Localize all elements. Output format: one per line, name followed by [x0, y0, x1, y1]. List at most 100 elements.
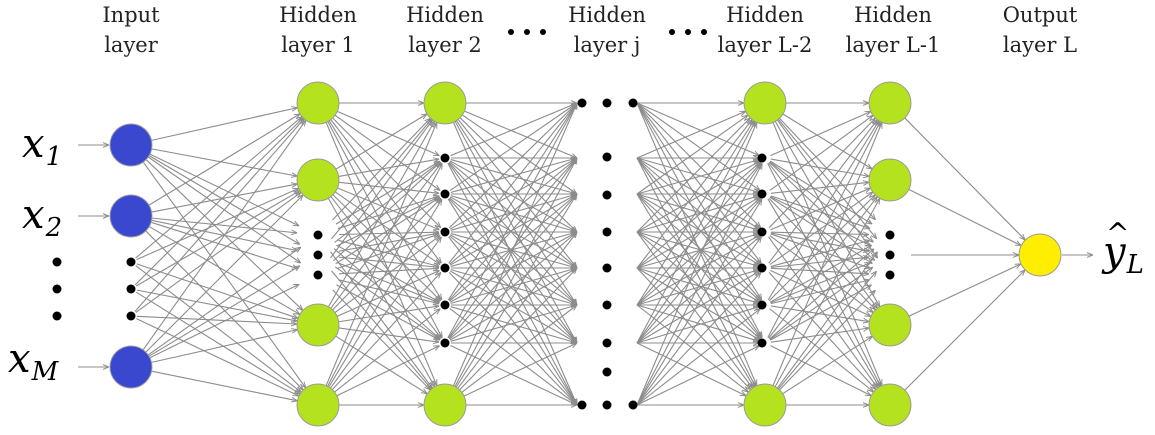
input-node-ellipsis-dot — [126, 284, 136, 294]
edge-input-hidden1 — [145, 195, 303, 353]
edge-hidden2-hiddenj — [449, 308, 577, 405]
edge-hiddenL2-hiddenL1 — [769, 160, 872, 224]
edge-hidden2-hiddenj — [447, 163, 577, 405]
edge-hidden1-hidden2 — [338, 256, 439, 267]
edge-hidden1-hidden2 — [330, 251, 433, 388]
edge-hidden2-hiddenj — [461, 305, 577, 393]
edge-hiddenj-hiddenL2 — [636, 196, 759, 233]
hiddenL1-node-1 — [868, 81, 912, 125]
header-ellipsis-dot — [524, 29, 530, 35]
edge-hiddenL2-hiddenL1 — [770, 233, 870, 268]
edge-hiddenj-hiddenL2 — [636, 102, 761, 228]
edge-input-dots-hidden1 — [136, 188, 298, 261]
edge-hidden1-hidden2 — [335, 114, 427, 170]
ellipsis-dots — [52, 98, 895, 410]
edge-input-hidden1 — [148, 226, 300, 315]
edge-hidden1-hidden2 — [338, 233, 439, 252]
hiddenL1-ellipsis-dot — [885, 250, 895, 260]
header-ellipsis-dot — [685, 29, 691, 35]
input-node-2 — [109, 194, 153, 238]
edge-hiddenj-hiddenL2 — [636, 118, 750, 233]
title-hiddenL1-line1: Hidden — [854, 3, 932, 27]
edge-input-hidden1 — [147, 247, 301, 356]
edge-hidden1-hidden2 — [331, 272, 441, 390]
edge-hidden2-hiddenj — [447, 198, 577, 405]
edge-hiddenL2-hiddenL1 — [770, 196, 871, 246]
edge-hiddenL2-hiddenL1 — [774, 198, 880, 387]
hiddenL2-ellipsis-dot — [757, 338, 767, 348]
edge-hiddenj-hiddenL2 — [636, 199, 762, 406]
connections — [78, 103, 1093, 405]
edge-input-hidden1 — [151, 217, 297, 233]
edge-hidden2-hiddenj — [464, 110, 577, 159]
hiddenj-ellipsis-dot — [628, 98, 638, 108]
edge-hiddenL2-hiddenL1 — [768, 118, 875, 229]
hiddenj-ellipsis-dot — [577, 400, 587, 410]
hidden1-ellipsis-dot — [313, 250, 323, 260]
edge-hiddenL2-hiddenL1 — [770, 187, 871, 231]
edge-hiddenj-hiddenL2 — [636, 115, 748, 195]
edge-hidden2-hiddenj — [449, 197, 577, 305]
edge-input-dots-hidden1 — [135, 291, 300, 394]
title-input-line1: Input — [102, 3, 160, 27]
input-label-1: x1 — [22, 121, 62, 172]
edge-hiddenL2-hiddenL1 — [767, 121, 879, 301]
edge-hiddenL1-output — [904, 117, 1025, 240]
edge-input-hidden1 — [151, 330, 297, 363]
title-output-line1: Output — [1003, 3, 1078, 27]
edge-hidden2-hiddenj — [447, 103, 577, 339]
hiddenj-ellipsis-dot — [602, 263, 612, 273]
hiddenj-ellipsis-dot — [577, 98, 587, 108]
hiddenL2-ellipsis-dot — [757, 153, 767, 163]
hidden2-ellipsis-dot — [440, 338, 450, 348]
title-hidden2-line1: Hidden — [406, 3, 484, 27]
edge-hidden1-hidden2 — [338, 181, 439, 193]
edge-hidden2-hiddenj — [450, 158, 577, 193]
edge-input-hidden1 — [150, 221, 298, 268]
edge-hiddenj-hiddenL2 — [636, 234, 759, 269]
input-label-ellipsis-dot — [52, 311, 62, 321]
edge-hiddenL1-output — [908, 188, 1021, 245]
edge-input-dots-hidden1 — [135, 117, 302, 259]
hiddenL2-node-1 — [743, 81, 787, 125]
hidden2-node-1 — [423, 81, 467, 125]
edge-hiddenL1-output — [908, 264, 1021, 317]
hiddenL2-ellipsis-dot — [757, 263, 767, 273]
edge-hiddenj-hiddenL2 — [636, 102, 760, 191]
edge-hiddenj-hiddenL2 — [636, 163, 762, 406]
edge-input-hidden1 — [148, 114, 300, 206]
title-hiddenL2-line1: Hidden — [726, 3, 804, 27]
edge-hiddenL2-hiddenL1 — [769, 196, 872, 263]
edge-hiddenL2-hiddenL1 — [770, 111, 870, 157]
edge-hidden1-hidden2 — [334, 266, 440, 340]
edge-hidden1-hidden2 — [338, 239, 439, 266]
edge-input-hidden1 — [151, 108, 297, 141]
title-hidden1-line1: Hidden — [279, 3, 357, 27]
edge-hidden1-hidden2 — [338, 306, 439, 323]
edge-hidden2-hiddenj — [449, 232, 577, 340]
edge-hiddenj-hiddenL2 — [636, 193, 761, 338]
edge-hidden1-hidden2 — [337, 262, 440, 303]
edge-hidden2-hiddenj — [448, 158, 577, 301]
hiddenj-ellipsis-dot — [602, 98, 612, 108]
edge-hidden2-hiddenj — [452, 103, 577, 386]
edge-hidden1-hidden2 — [327, 198, 434, 386]
edge-hidden2-hiddenj — [448, 198, 577, 343]
edge-hiddenj-hiddenL2 — [636, 157, 755, 386]
edge-hiddenL2-hiddenL1 — [778, 271, 876, 390]
edge-hiddenj-hiddenL2 — [636, 111, 746, 159]
hiddenL1-node-4 — [868, 383, 912, 427]
edge-hiddenj-hiddenL2 — [636, 231, 760, 302]
hiddenL1-ellipsis-dot — [885, 230, 895, 240]
edge-hidden1-hidden2 — [334, 236, 440, 314]
edge-hiddenL2-hiddenL1 — [770, 345, 871, 396]
edge-hiddenj-hiddenL2 — [636, 199, 761, 344]
edge-hiddenj-hiddenL2 — [636, 346, 760, 406]
edge-hiddenL2-hiddenL1 — [770, 269, 870, 316]
hidden2-ellipsis-dot — [440, 263, 450, 273]
edge-hiddenj-hiddenL2 — [636, 163, 761, 306]
edge-hiddenL2-hiddenL1 — [776, 252, 877, 389]
edge-hidden2-hiddenj — [450, 305, 577, 342]
edge-hidden2-hiddenj — [457, 232, 577, 389]
edge-hiddenL2-hiddenL1 — [769, 192, 873, 265]
